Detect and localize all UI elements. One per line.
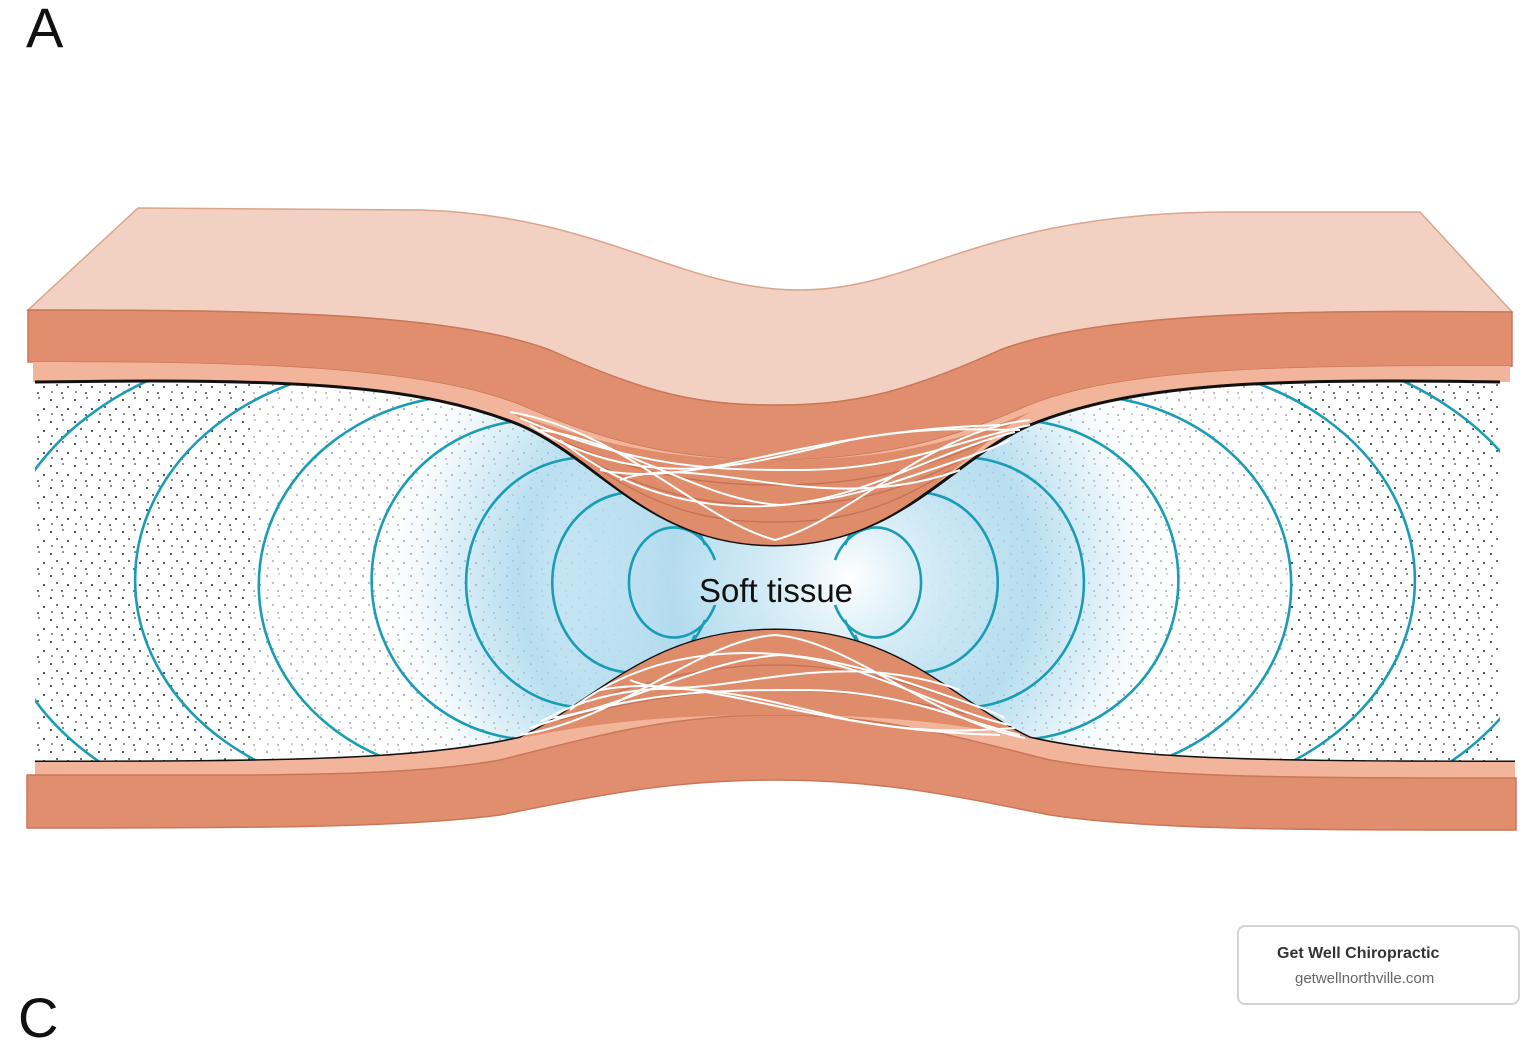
- panel-letter-c: C: [18, 986, 59, 1049]
- compression-diagram: Soft tissue: [26, 207, 1517, 831]
- bottom-compressed-tissue: [520, 630, 1030, 738]
- watermark-box: Get Well Chiropractic getwellnorthville.…: [1237, 925, 1520, 1005]
- top-compressed-tissue: [510, 412, 1030, 545]
- panel-letter-a: A: [26, 0, 64, 59]
- top-muscle-band: [27, 309, 1513, 461]
- bottom-muscle-band: [26, 714, 1517, 831]
- top-fascial-fibers: [509, 411, 1031, 542]
- bottom-fascial-fibers: [519, 633, 1026, 739]
- watermark-title: Get Well Chiropractic: [1277, 945, 1440, 962]
- watermark-url: getwellnorthville.com: [1295, 970, 1435, 987]
- soft-tissue-label: Soft tissue: [699, 572, 853, 609]
